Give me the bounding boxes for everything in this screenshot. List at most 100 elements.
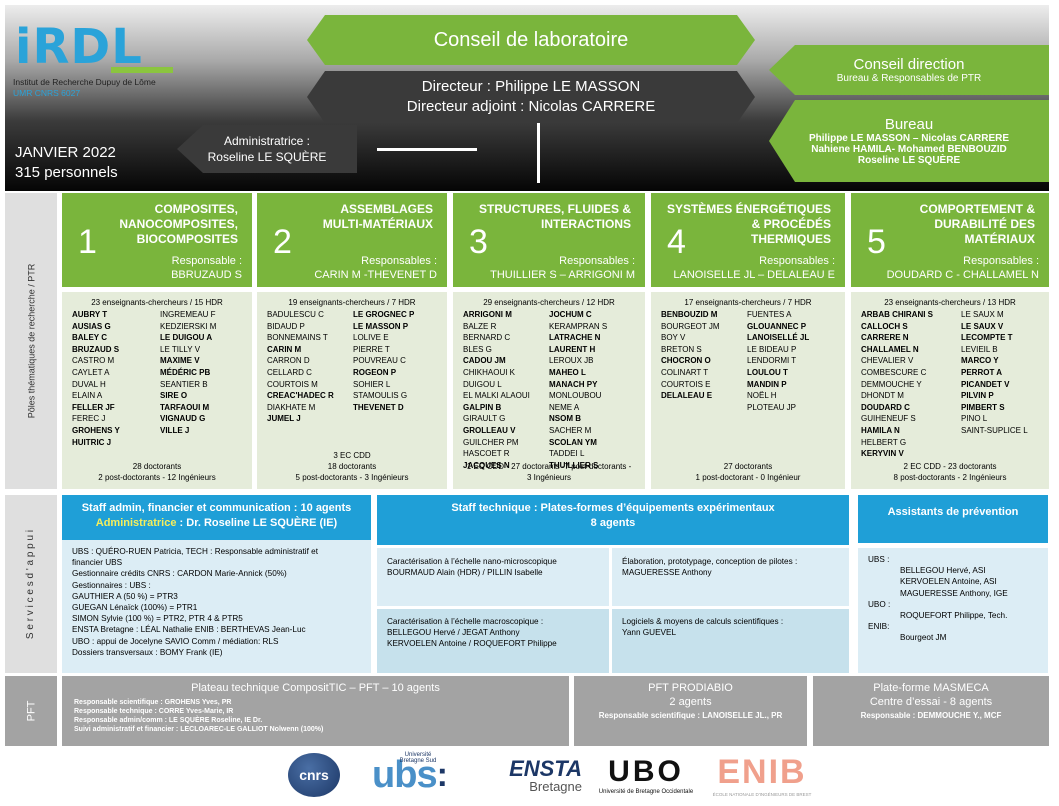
pole-member: CREAC'HADEC R [267,391,334,401]
pole-member: ARBAB CHIRANI S [861,310,933,319]
pole-member: SOHIER L [353,379,391,389]
admin-line: Dossiers transversaux : BOMY Frank (IE) [72,647,223,657]
admin-staff-sub: Administratrice : Dr. Roseline LE SQUÈRE… [62,516,371,531]
tech-box-line: Yann GUEVEL [622,628,677,638]
pole-member: LE SAUX M [961,310,1004,319]
pft-compositic-line: Responsable scientifique : GROHENS Yves,… [74,699,232,706]
pft-masmeca: Plate-forme MASMECA Centre d’essai - 8 a… [813,676,1049,746]
pole-title-line: MULTI-MATÉRIAUX [322,217,433,231]
tech-box-line: BELLEGOU Hervé / JEGAT Anthony [387,628,520,638]
pole-title-line: MATÉRIAUX [964,232,1035,246]
pole-member: NOËL H [747,391,777,401]
admin-staff-header: Staff admin, financier et communication … [62,495,371,545]
conseil-labo-label: Conseil de laboratoire [433,28,629,51]
pole-resp-line: Responsable : [171,255,242,267]
pole-member: FUENTES A [747,310,792,319]
pole-member: GIRAULT G [463,414,506,424]
cnrs-logo-text: cnrs [299,767,329,783]
pole-member: COURTOIS M [267,379,318,389]
ubo-logo: UBO Université de Bretagne Occidentale [596,752,696,798]
date-text: JANVIER 2022 [15,144,116,161]
prevention-line: UBO : [868,599,891,609]
pole-resp-line: Responsables : [559,255,635,267]
pole-member: LE TILLY V [160,344,201,354]
pole-member: LE GROGNEC P [353,310,415,319]
pole-member: PIMBERT S [961,402,1005,412]
pole-member: KERAMPRAN S [549,321,608,331]
prevention-line: MAGUERESSE Anthony, IGE [900,588,1008,598]
pole-member: GALPIN B [463,402,502,412]
pole-member: DELALEAU E [661,391,713,401]
pole-member: STAMOULIS G [353,391,408,401]
pole-member: PLOTEAU JP [747,402,796,412]
pole-title-line: ASSEMBLAGES [340,202,433,216]
pole-researcher-count: 29 enseignants-chercheurs / 12 HDR [483,298,615,307]
pole-responsables: Responsable :BBRUZAUD S [171,254,242,282]
directeur-text: Directeur : Philippe LE MASSON [421,78,641,95]
prevention-line: KERVOELEN Antoine, ASI [900,577,997,587]
pole-footer-line: 28 doctorants [132,462,182,471]
tech-box-line: Logiciels & moyens de calculs scientifiq… [622,617,784,626]
pole-member: NSOM B [549,414,581,424]
pole-member: CELLARD C [267,367,312,377]
pft-compositic-line: Suivi administratif et financier : LECLO… [74,726,324,733]
tech-box-line: MAGUERESSE Anthony [622,568,712,578]
tech-box-line: KERVOELEN Antoine / ROQUEFORT Philippe [387,639,557,649]
prevention-line: UBS : [868,555,890,564]
header-banner: iRDL Institut de Recherche Dupuy de Lôme… [5,5,1049,191]
pole-title-line: & PROCÉDÉS [751,217,831,231]
pole-member: MANDIN P [747,379,787,389]
pole-footer: 28 doctorants 2 post-doctorants - 12 Ingé… [62,461,252,483]
pole-member: JUMEL J [267,414,301,424]
pole-member: LEROUX JB [549,356,594,366]
pole-member: MONLOUBOU [549,391,602,401]
prevention-body: UBS : BELLEGOU Hervé, ASI KERVOELEN Anto… [858,548,1048,673]
administratrice-name: Roseline LE SQUÈRE [207,150,327,164]
pole-member: SACHER M [549,425,592,435]
pole-member: DOUDARD C [861,402,910,412]
pft-compositic: Plateau technique CompositTIC – PFT – 10… [62,676,569,746]
pole-member: HAMILA N [861,425,900,435]
ensta-logo: ENSTA Bretagne [464,752,582,798]
admin-line: Gestionnaires : UBS : [72,580,151,590]
admin-line: UBO : appui de Jocelyne SAVIO Comm / méd… [72,636,279,646]
staff-count: 315 personnels [15,164,118,181]
administratrice-highlight: Administratrice [95,517,177,529]
pole-resp-line: CARIN M -THEVENET D [314,269,437,281]
pole-member: PICANDET V [961,379,1010,389]
side-label-pft: PFT [5,676,57,746]
admin-line: SIMON Sylvie (100 %) = PTR2, PTR 4 & PTR… [72,614,243,624]
pole-title-line: COMPOSITES, [154,202,238,216]
pft-prodiabio: PFT PRODIABIO 2 agents Responsable scien… [574,676,807,746]
enib-logo: ENIB ÉCOLE NATIONALE D'INGÉNIEURS DE BRE… [712,752,812,798]
pole-footer-line: 2 post-doctorants - 12 Ingénieurs [98,473,216,482]
tech-box-line: Caractérisation à l’échelle nano-microsc… [387,557,557,566]
pole-member: VILLE J [160,425,190,435]
pft-compositic-line: Responsable admin/comm : LE SQUÈRE Rosel… [74,717,263,724]
pole-resp-line: DOUDARD C - CHALLAMEL N [886,269,1039,281]
date-block: JANVIER 2022 315 personnels [15,143,118,183]
pole-footer-line: 1 EC CDD - 27 doctorants -7 post-doctora… [466,462,632,471]
connector-vertical [537,123,540,183]
pole-title-line: DURABILITÉ DES [934,217,1035,231]
pole-member: BALZE R [463,321,497,331]
pole-member: MAHEO L [549,367,586,377]
pole-member: MANACH PY [549,379,598,389]
tech-box-macro: Caractérisation à l’échelle macroscopiqu… [377,609,609,673]
ensta-logo-text: ENSTA [509,756,582,781]
pft-masmeca-sub: Centre d’essai - 8 agents [869,696,993,708]
bureau-box: Bureau Philippe LE MASSON – Nicolas CARR… [769,100,1049,182]
pole-member: DEMMOUCHE Y [861,379,922,389]
pole-member: DUIGOU L [463,379,502,389]
pole-resp-line: Responsables : [361,255,437,267]
conseil-labo-box: Conseil de laboratoire [307,15,755,65]
